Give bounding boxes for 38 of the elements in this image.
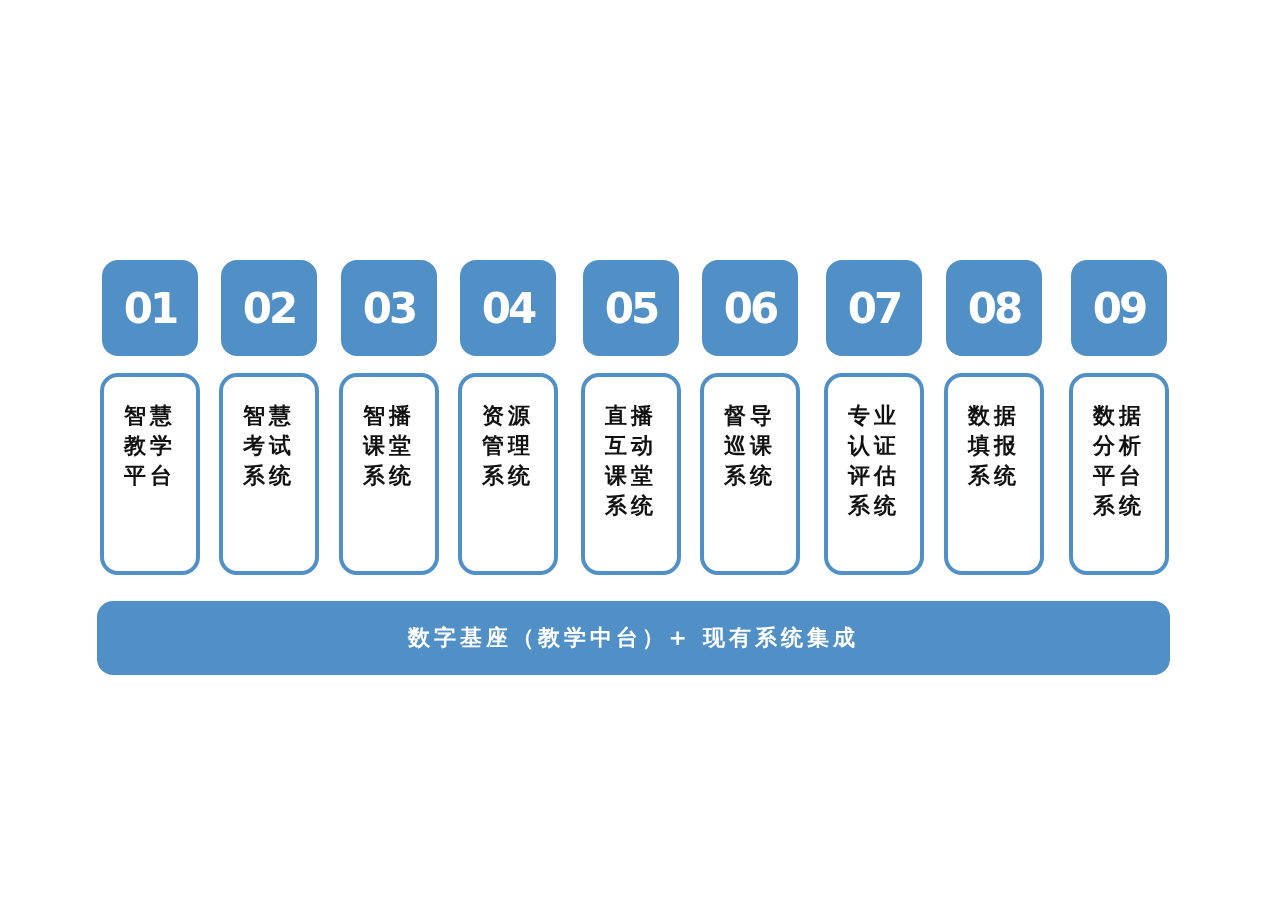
card-text: 数据填报系统: [966, 402, 1021, 490]
card-text: 专业认证评估系统: [846, 402, 901, 520]
system-card: [100, 373, 200, 575]
number-badge: [460, 260, 556, 356]
system-card: [1069, 373, 1169, 575]
system-card: [700, 373, 800, 575]
band-text: 数字基座（教学中台）+ 现有系统集成: [408, 624, 859, 652]
number-badge: [826, 260, 922, 356]
base-band: [97, 601, 1170, 675]
system-card: [339, 373, 439, 575]
card-text: 资源管理系统: [481, 402, 535, 490]
number-badge: [583, 260, 679, 356]
system-card: [944, 373, 1044, 575]
number-text: 05: [604, 283, 658, 333]
number-badge: [1071, 260, 1167, 356]
card-text: 直播互动课堂系统: [603, 402, 658, 520]
number-badge: [341, 260, 437, 356]
system-card: [824, 373, 924, 575]
number-text: 04: [481, 283, 535, 333]
number-text: 03: [362, 283, 416, 333]
number-text: 07: [847, 283, 901, 333]
number-badge: [221, 260, 317, 356]
number-text: 06: [723, 283, 777, 333]
number-badge: [702, 260, 798, 356]
number-badge: [102, 260, 198, 356]
card-text: 督导巡课系统: [723, 402, 777, 490]
number-text: 02: [242, 283, 296, 333]
system-card: [458, 373, 558, 575]
system-card: [581, 373, 681, 575]
number-text: 09: [1092, 283, 1146, 333]
number-text: 08: [967, 283, 1021, 333]
card-text: 数据分析平台系统: [1091, 402, 1146, 520]
card-text: 智慧考试系统: [242, 402, 296, 490]
number-badge: [946, 260, 1042, 356]
card-text: 智播课堂系统: [361, 402, 416, 490]
number-text: 01: [123, 283, 177, 333]
card-text: 智慧教学平台: [122, 402, 177, 490]
system-card: [219, 373, 319, 575]
